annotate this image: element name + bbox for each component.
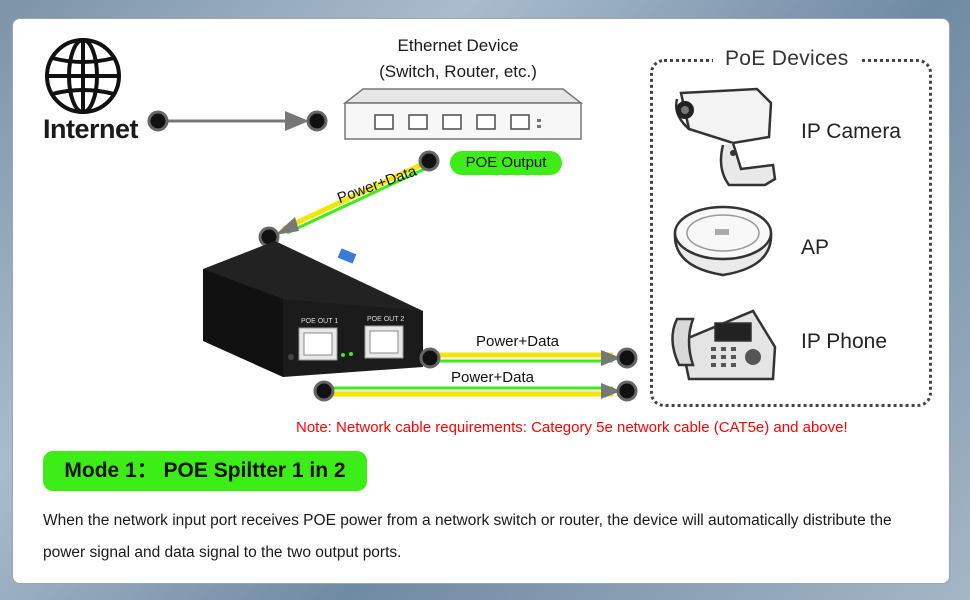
access-point-icon <box>673 205 773 277</box>
diagram-card: POE OUT 1 POE OUT 2 <box>12 18 950 584</box>
ethernet-device-subtitle: (Switch, Router, etc.) <box>379 62 537 81</box>
ip-phone-label: IP Phone <box>801 330 888 353</box>
poe-devices-panel <box>650 59 932 407</box>
mode-description: When the network input port receives POE… <box>43 512 892 561</box>
ethernet-switch-icon <box>342 88 584 140</box>
internet-link-arrow <box>147 110 328 132</box>
splitter-port1-label: POE OUT 1 <box>301 318 338 325</box>
ip-camera-icon <box>675 87 777 187</box>
poe-devices-title: PoE Devices <box>713 47 861 71</box>
output-cable-1 <box>419 347 638 369</box>
output-cable-2 <box>313 380 638 402</box>
ip-camera-label: IP Camera <box>801 120 901 143</box>
diagram-canvas: POE OUT 1 POE OUT 2 <box>45 38 777 402</box>
cable-requirement-note: Note: Network cable requirements: Catego… <box>296 419 848 436</box>
ethernet-device-title: Ethernet Device <box>397 36 519 55</box>
output-cable-1-label: Power+Data <box>476 333 559 350</box>
poe-splitter-device: POE OUT 1 POE OUT 2 <box>203 241 423 377</box>
output-cable-2-label: Power+Data <box>451 369 534 386</box>
ip-phone-icon <box>671 309 777 381</box>
ethernet-device-heading: Ethernet Device (Switch, Router, etc.) <box>343 33 573 85</box>
internet-label: Internet <box>43 114 139 144</box>
splitter-port2-label: POE OUT 2 <box>367 316 404 323</box>
access-point-label: AP <box>801 236 830 259</box>
input-cable <box>258 150 440 248</box>
poe-output-badge: POE Output <box>450 151 562 175</box>
globe-icon <box>45 38 121 114</box>
mode-title-badge: Mode 1： POE Spiltter 1 in 2 <box>43 451 367 491</box>
